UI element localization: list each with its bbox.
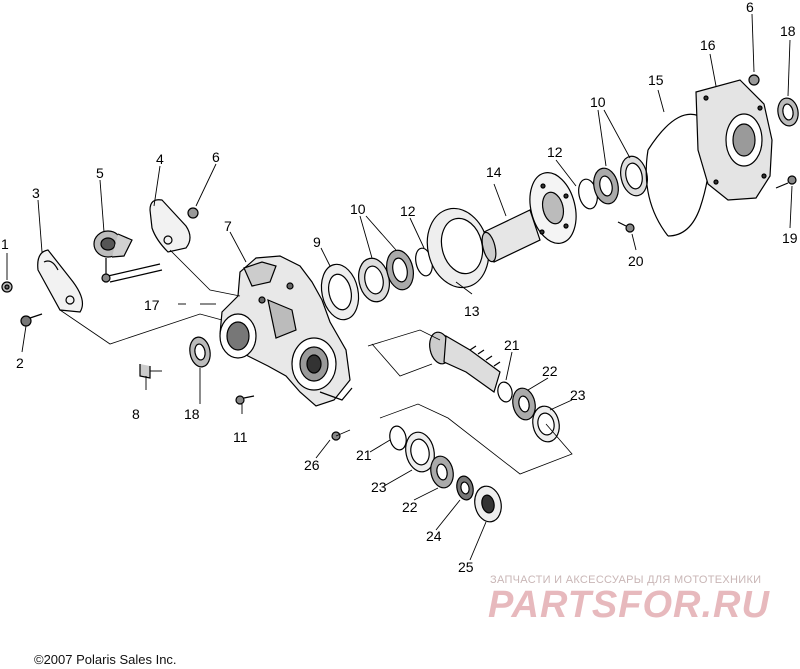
part-bearing-10a	[358, 249, 414, 303]
callout-5: 5	[96, 165, 104, 181]
callout-13: 13	[464, 303, 480, 319]
callout-10b: 10	[590, 94, 606, 110]
callout-21a: 21	[504, 337, 520, 353]
callout-22a: 22	[542, 363, 558, 379]
part-lower-stack	[389, 425, 502, 523]
part-pin-17	[101, 263, 163, 283]
callout-18b: 18	[780, 23, 796, 39]
callout-20: 20	[628, 253, 644, 269]
callout-18a: 18	[184, 406, 200, 422]
callout-labels: 1 2 3 4 5 6 6 7 8 9 10 10 11 12 12 13 14…	[1, 0, 798, 575]
part-nut-1	[1, 281, 13, 293]
part-actuator-5	[93, 230, 133, 274]
callout-26: 26	[304, 457, 320, 473]
part-cover-16	[695, 79, 773, 201]
callout-22b: 22	[402, 499, 418, 515]
callout-8: 8	[132, 406, 140, 422]
part-nut-6	[187, 74, 760, 219]
callout-24: 24	[426, 528, 442, 544]
callout-11: 11	[233, 429, 248, 445]
part-pinion-assembly	[429, 331, 560, 443]
part-housing-7	[219, 255, 353, 407]
callout-2: 2	[16, 355, 24, 371]
part-ring-gear-13	[426, 207, 490, 289]
callout-7: 7	[224, 218, 232, 234]
leader-lines	[6, 13, 793, 561]
watermark-tagline: ЗАПЧАСТИ И АКСЕССУАРЫ ДЛЯ МОТОТЕХНИКИ	[490, 574, 762, 586]
callout-16: 16	[700, 37, 716, 53]
part-seal-18	[189, 97, 799, 368]
callout-15: 15	[648, 72, 664, 88]
callout-12a: 12	[400, 203, 416, 219]
callout-9: 9	[313, 234, 321, 250]
callout-17: 17	[144, 297, 160, 313]
part-ring-9	[320, 263, 360, 321]
copyright-notice: ©2007 Polaris Sales Inc.	[34, 652, 177, 667]
callout-6b: 6	[746, 0, 754, 15]
part-bracket-4	[149, 199, 191, 253]
callout-23a: 23	[570, 387, 586, 403]
callout-6a: 6	[212, 149, 220, 165]
callout-10a: 10	[350, 201, 366, 217]
watermark-logo: PARTSFOR.RU	[488, 584, 770, 626]
callout-19: 19	[782, 230, 798, 246]
assembly-guide-lines	[59, 249, 573, 475]
callout-14: 14	[486, 164, 502, 180]
callout-3: 3	[32, 185, 40, 201]
callout-23b: 23	[371, 479, 387, 495]
callout-4: 4	[156, 151, 164, 167]
callout-21b: 21	[356, 447, 372, 463]
part-bracket-3	[37, 249, 83, 313]
callout-25: 25	[458, 559, 474, 575]
part-clip-8	[139, 364, 151, 379]
callout-1: 1	[1, 236, 9, 252]
part-shaft-14	[481, 172, 577, 263]
part-bolt-2	[20, 313, 43, 327]
part-bearing-10b	[593, 155, 648, 205]
callout-12b: 12	[547, 144, 563, 160]
